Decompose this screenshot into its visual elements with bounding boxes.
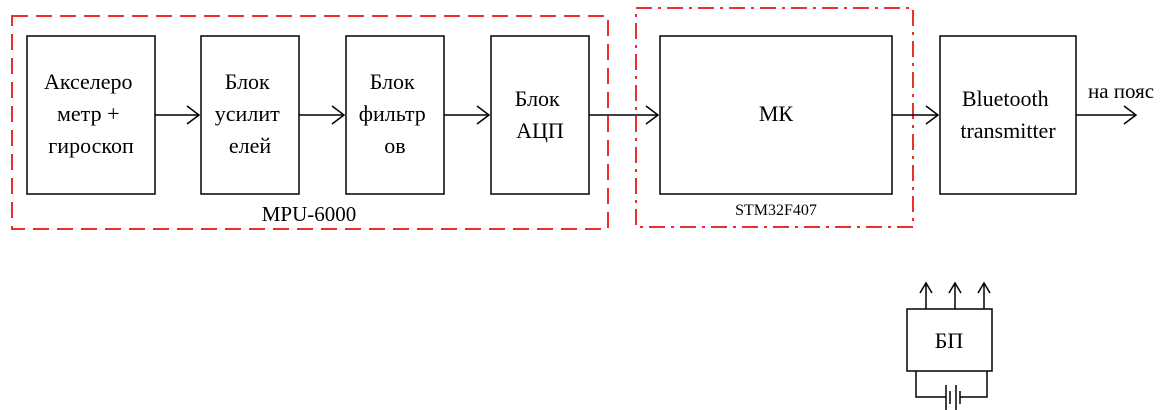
accel-label: Акселеро метр + гироскоп <box>44 69 138 158</box>
adc-label: Блок АЦП <box>515 86 566 143</box>
mcu-block <box>659 35 893 195</box>
battery-icon <box>915 371 988 410</box>
power-supply: БП <box>906 281 993 410</box>
mpu-group-border <box>11 15 609 230</box>
power-output-arrows-icon <box>919 281 991 309</box>
power-supply-block <box>906 308 993 372</box>
filter-label: Блок фильтр ов <box>359 69 432 158</box>
output-label: на пояс <box>1088 79 1154 103</box>
filter-block <box>345 35 445 195</box>
bluetooth-transmitter-block <box>939 35 1077 195</box>
power-supply-label: БП <box>935 328 964 353</box>
stm-group-label: STM32F407 <box>735 202 817 219</box>
mcu-label: МК <box>759 101 794 126</box>
mcu-group-border <box>635 7 914 228</box>
adc-block <box>490 35 590 195</box>
mpu-group-label: MPU-6000 <box>262 202 357 226</box>
bluetooth-label: Bluetooth transmitter <box>960 86 1056 143</box>
accelerometer-gyroscope-block <box>26 35 156 195</box>
amp-label: Блок усилит елей <box>215 69 285 158</box>
